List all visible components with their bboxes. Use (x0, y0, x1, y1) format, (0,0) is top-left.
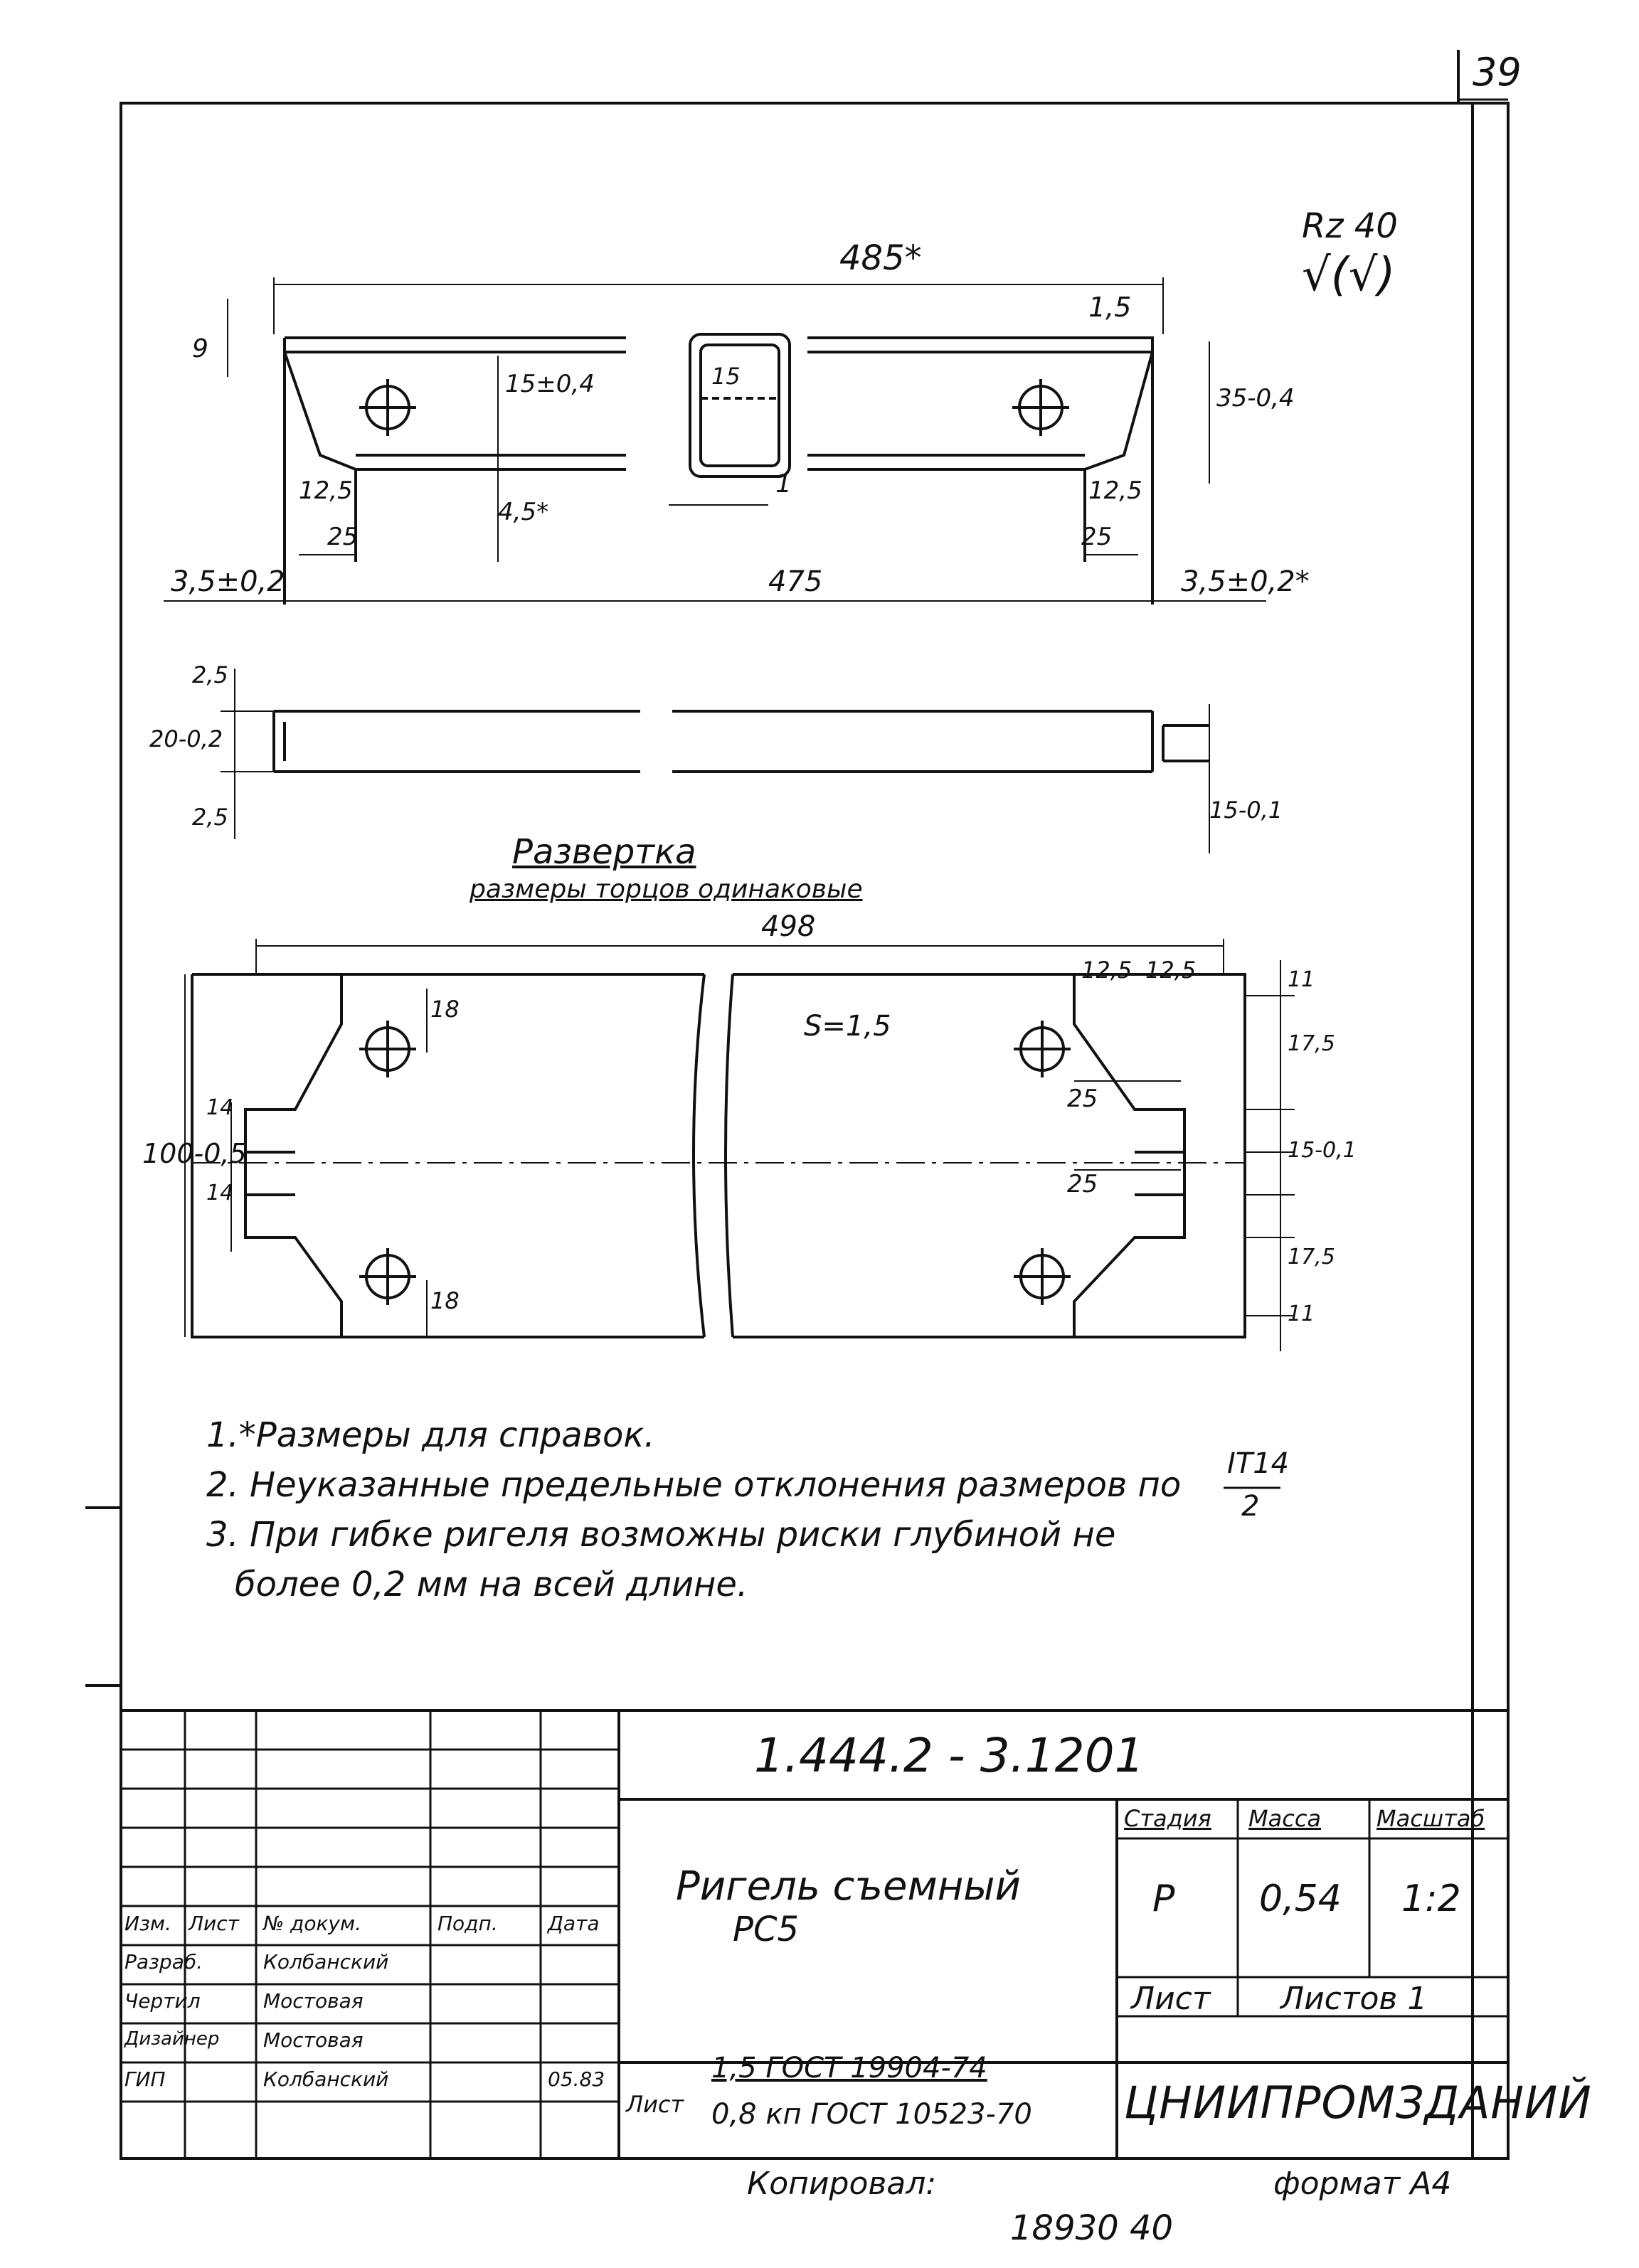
role-designer: Дизайнер (124, 2028, 220, 2050)
dim-dev-left-14-a: 14 (206, 1095, 234, 1120)
name-drafter: Мостовая (263, 1989, 364, 2013)
dim-side-left-mid: 20-0,2 (149, 725, 223, 752)
note-3: 3. При гибке ригеля возможны риски глуби… (206, 1515, 1116, 1555)
name-developer: Колбанский (263, 1950, 389, 1974)
dim-side-left-bot: 2,5 (192, 804, 228, 831)
dim-center-length: 475 (768, 565, 823, 598)
sheets-label: Листов 1 (1280, 1981, 1428, 2017)
dim-dev-right-15: 15-0,1 (1288, 1138, 1357, 1163)
dim-overall-length: 485* (839, 238, 922, 278)
dim-dev-top-right-2: 12,5 (1145, 957, 1197, 984)
roughness-label: Rz 40 (1302, 206, 1398, 246)
role-developer: Разраб. (124, 1950, 203, 1974)
title-block-grid (121, 1709, 1508, 2158)
dim-height-left: 9 (192, 334, 208, 363)
sheet-frame (120, 102, 1510, 2160)
dim-height-45: 4,5* (498, 498, 549, 526)
mass-value: 0,54 (1259, 1878, 1342, 1920)
dim-left-25: 25 (327, 523, 359, 551)
dim-dev-left-14-b: 14 (206, 1181, 234, 1205)
dim-section-15: 15 (711, 363, 741, 390)
dim-right-25: 25 (1081, 523, 1113, 551)
development-drawing (184, 939, 1295, 1351)
name-chief: Колбанский (263, 2067, 389, 2091)
dim-dev-right-11-a: 11 (1288, 967, 1315, 992)
dim-height-right: 35-0,4 (1216, 384, 1295, 412)
role-drafter: Чертил (124, 1989, 201, 2013)
archive-number: 18930 40 (1010, 2208, 1174, 2248)
dim-side-left-top: 2,5 (192, 661, 228, 688)
dim-dev-length: 498 (761, 910, 816, 943)
note-2-fraction-bottom: 2 (1241, 1490, 1260, 1523)
dim-left-12-5: 12,5 (299, 477, 353, 505)
date-chief: 05.83 (548, 2067, 605, 2091)
part-code: РС5 (733, 1910, 799, 1949)
roughness-symbol: √(√) (1302, 249, 1396, 302)
name-designer: Мостовая (263, 2028, 364, 2052)
dim-right-12-5: 12,5 (1088, 477, 1142, 505)
scale-value: 1:2 (1401, 1878, 1461, 1920)
drawing-designation: 1.444.2 - 3.1201 (754, 1728, 1145, 1783)
header-sign: Подп. (437, 1912, 498, 1935)
dim-left-end: 3,5±0,2 (171, 565, 285, 598)
stage-value: Р (1152, 1878, 1175, 1920)
note-2-fraction-top: IT14 (1227, 1447, 1290, 1480)
header-date: Дата (548, 1912, 600, 1935)
header-doc: № докум. (263, 1912, 362, 1935)
dim-dev-mid-25-a: 25 (1067, 1085, 1098, 1113)
dim-dev-mid-25-b: 25 (1067, 1170, 1098, 1198)
dim-section-wall: 1 (775, 469, 792, 499)
dim-height-15: 15±0,4 (505, 370, 595, 398)
note-2: 2. Неуказанные предельные отклонения раз… (206, 1465, 1182, 1505)
role-chief: ГИП (124, 2067, 166, 2091)
header-izm: Изм. (124, 1912, 171, 1935)
sheet-number: 39 (1473, 50, 1522, 95)
dev-thickness: S=1,5 (804, 1010, 891, 1043)
dim-dev-hole-bot: 18 (430, 1287, 460, 1314)
dim-dev-height: 100-0,5 (142, 1138, 247, 1169)
top-view-drawing (164, 277, 1266, 605)
dim-right-offset: 1,5 (1088, 292, 1132, 323)
dim-right-end: 3,5±0,2* (1181, 565, 1310, 598)
dim-side-right: 15-0,1 (1209, 797, 1283, 824)
note-1: 1.*Размеры для справок. (206, 1415, 655, 1455)
side-view-drawing (221, 669, 1210, 853)
part-name: Ригель съемный (676, 1863, 1021, 1910)
material-prefix: Лист (626, 2091, 684, 2118)
dim-dev-hole-top: 18 (430, 996, 460, 1023)
format-label: формат А4 (1273, 2166, 1452, 2202)
organization: ЦНИИПРОМЗДАНИЙ (1124, 2077, 1592, 2129)
material-top: 1,5 ГОСТ 19904-74 (711, 2052, 987, 2085)
copied-by: Копировал: (747, 2166, 937, 2202)
stage-label: Стадия (1124, 1805, 1211, 1832)
dim-dev-right-17-5-a: 17,5 (1288, 1031, 1335, 1056)
dim-dev-top-right-1: 12,5 (1081, 957, 1133, 984)
note-3-cont: более 0,2 мм на всей длине. (235, 1565, 748, 1604)
header-list: Лист (189, 1912, 239, 1935)
mass-label: Масса (1248, 1805, 1322, 1832)
scale-label: Масштаб (1377, 1805, 1485, 1832)
sheet-label: Лист (1131, 1981, 1211, 2017)
material-bottom: 0,8 кп ГОСТ 10523-70 (711, 2098, 1032, 2131)
development-subtitle: размеры торцов одинаковые (470, 875, 863, 904)
development-title: Развертка (512, 832, 696, 872)
dim-dev-right-11-b: 11 (1288, 1301, 1315, 1326)
dim-dev-right-17-5-b: 17,5 (1288, 1245, 1335, 1269)
